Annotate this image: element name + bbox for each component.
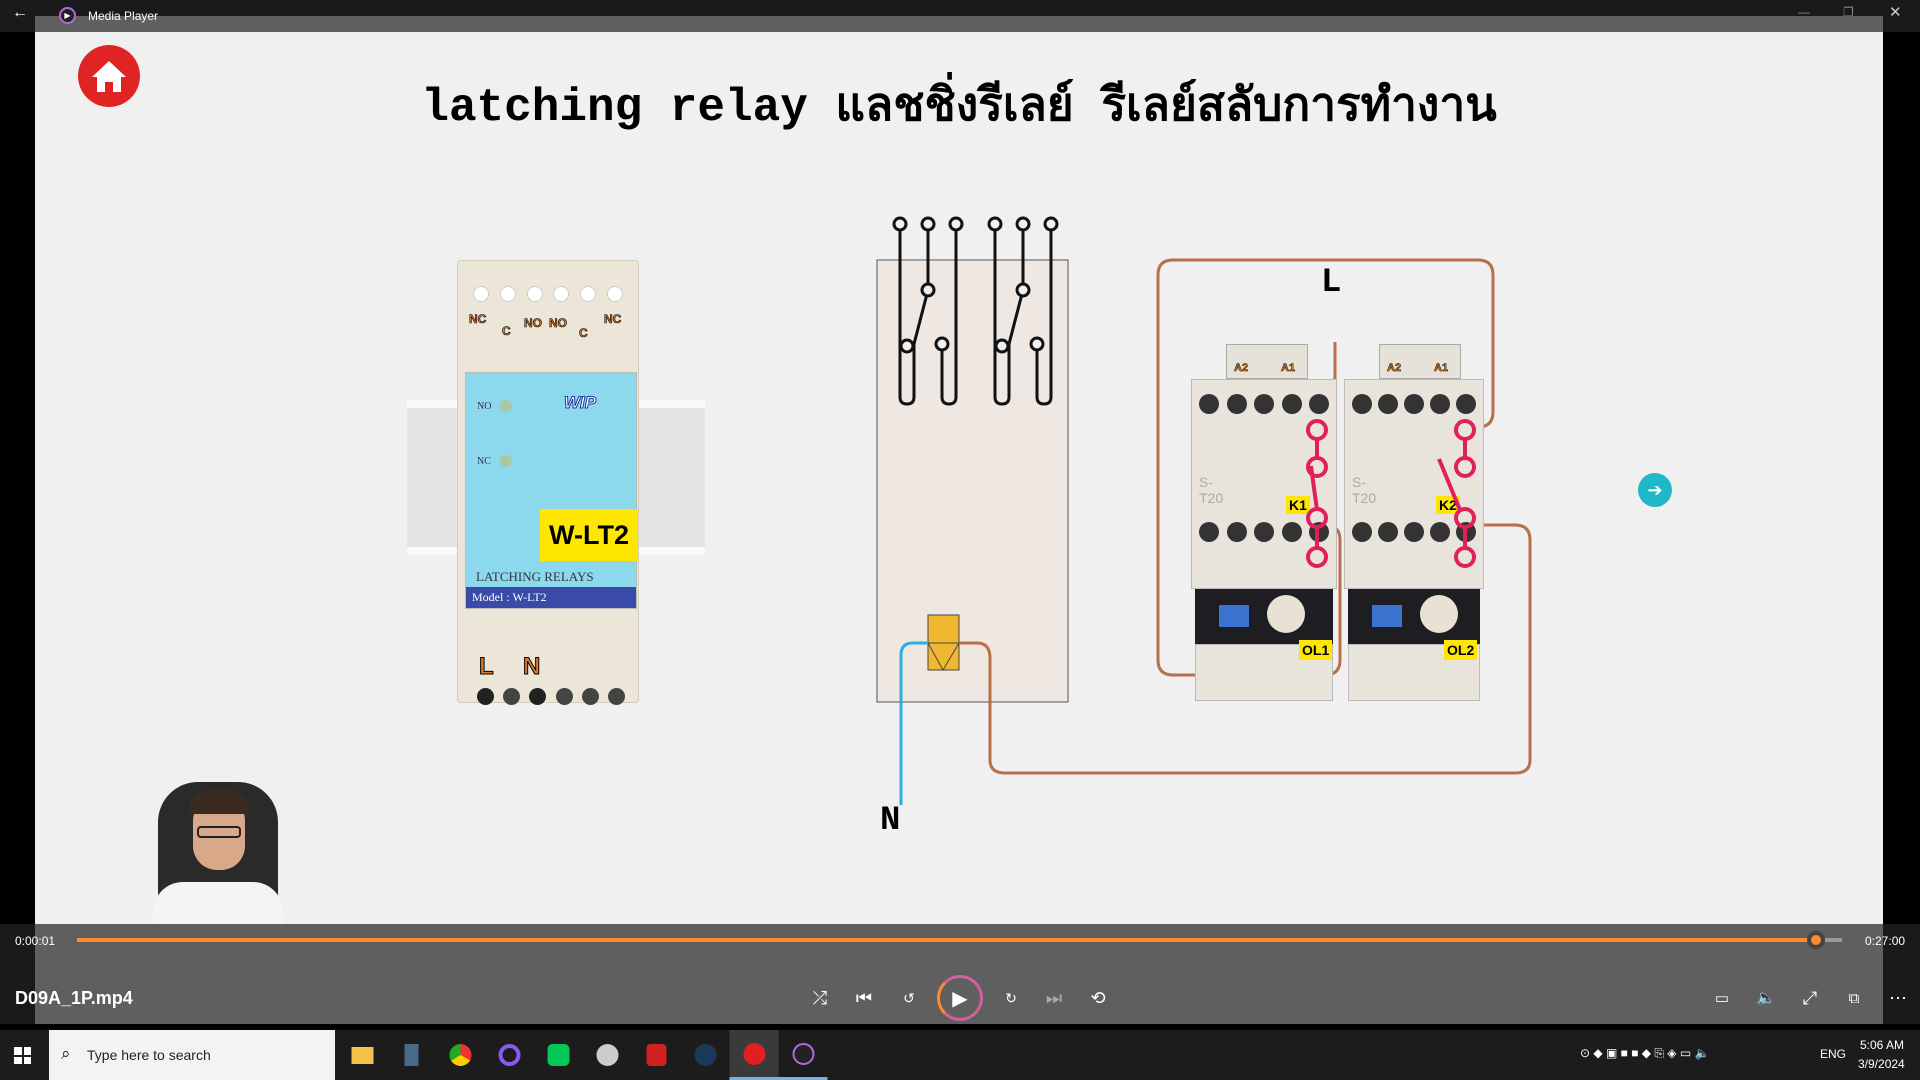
- mini-player-icon[interactable]: ⧉: [1848, 989, 1860, 1007]
- terminal-label: C: [502, 324, 511, 339]
- close-button[interactable]: ✕: [1889, 4, 1902, 21]
- app-circle-icon[interactable]: [485, 1030, 534, 1080]
- overload-relay: [1195, 589, 1333, 649]
- maximize-button[interactable]: ❐: [1843, 5, 1854, 19]
- coil-a1-label: A1: [1281, 362, 1296, 375]
- total-time: 0:27:00: [1865, 934, 1906, 948]
- app-icon[interactable]: [583, 1030, 632, 1080]
- line-icon[interactable]: [534, 1030, 583, 1080]
- media-player-taskbar-icon[interactable]: [778, 1030, 828, 1080]
- led-nc: [500, 455, 512, 467]
- windows-start-icon[interactable]: [14, 1047, 31, 1064]
- seek-bar[interactable]: [77, 931, 1842, 949]
- file-name: D09A_1P.mp4: [15, 988, 133, 1008]
- relay-contacts: [898, 224, 1053, 406]
- coil-a2-label: A2: [1387, 362, 1402, 375]
- contactor-body: [1344, 379, 1484, 589]
- file-explorer-icon[interactable]: [338, 1030, 387, 1080]
- top-terminal-labels: NC C NO NO C NC: [469, 312, 629, 342]
- seek-progress: [77, 938, 1816, 942]
- neutral-wire: [899, 641, 928, 805]
- search-placeholder: Type here to search: [87, 1047, 211, 1063]
- search-icon: ⌕: [61, 1044, 71, 1063]
- clock-time[interactable]: 5:06 AM: [1860, 1038, 1905, 1052]
- terminal-l-label: L: [479, 653, 495, 681]
- model-line: Model : W-LT2: [466, 587, 636, 608]
- play-icon[interactable]: ▶: [937, 975, 983, 1021]
- device-label: LATCHING RELAYS: [476, 569, 594, 584]
- led-no: [500, 400, 512, 412]
- brand-logo: WIP: [563, 393, 597, 413]
- terminal-label: NC: [469, 312, 487, 327]
- skip-forward-30-icon[interactable]: ↻: [1005, 989, 1017, 1006]
- fullscreen-icon[interactable]: ⤢: [1802, 987, 1818, 1008]
- relay-schematic-box: [876, 259, 1069, 703]
- terminal-n-label: N: [522, 653, 541, 681]
- repeat-off-icon[interactable]: ⟲: [1090, 987, 1106, 1008]
- taskbar: ⌕ Type here to search ⊙ ◆ ▣ ■ ■ ◆ ⎘ ◈ ▭ …: [0, 1030, 1920, 1080]
- title-strip: [35, 16, 1883, 32]
- contactor-name-badge: K1: [1286, 496, 1310, 514]
- contactor-model: S-T20: [1199, 474, 1224, 506]
- coil-a2-label: A2: [1234, 362, 1249, 375]
- led-label-nc: NC: [477, 456, 491, 467]
- clock-date[interactable]: 3/9/2024: [1858, 1057, 1905, 1071]
- previous-icon[interactable]: ⏮: [855, 987, 873, 1008]
- coil-block: [1226, 344, 1308, 379]
- shuffle-icon[interactable]: ⤮: [812, 987, 828, 1008]
- skip-back-10-icon[interactable]: ↺: [903, 989, 915, 1006]
- wiring-diagram: [876, 216, 1532, 805]
- seek-thumb[interactable]: [1806, 931, 1825, 949]
- bottom-terminal-screws: [477, 688, 625, 705]
- next-arrow-icon[interactable]: ➔: [1638, 473, 1672, 507]
- top-terminal-holes: [473, 286, 623, 302]
- home-icon[interactable]: [78, 45, 140, 107]
- video-frame[interactable]: latching relay แลชชิ่งรีเลย์ รีเลย์สลับก…: [35, 32, 1883, 924]
- calculator-icon[interactable]: [387, 1030, 436, 1080]
- search-box[interactable]: ⌕ Type here to search: [49, 1030, 335, 1080]
- current-time: 0:00:01: [15, 934, 56, 948]
- language-indicator[interactable]: ENG: [1820, 1047, 1847, 1061]
- model-badge: W-LT2: [540, 509, 638, 561]
- presenter-avatar: [123, 772, 313, 924]
- contactor-model: S-T20: [1352, 474, 1377, 506]
- back-arrow-icon[interactable]: ←: [12, 4, 28, 21]
- captions-icon[interactable]: ▭: [1714, 990, 1730, 1007]
- volume-icon[interactable]: 🔈: [1756, 990, 1776, 1007]
- contact-terminals: [892, 216, 1059, 354]
- wire-loop: [1156, 258, 1495, 677]
- chrome-icon[interactable]: [436, 1030, 485, 1080]
- relay-front-panel: NO NC WIP W-LT2 LATCHING RELAYS Model : …: [465, 372, 638, 609]
- terminal-label: C: [579, 326, 588, 341]
- player-controls: 0:00:01 0:27:00 D09A_1P.mp4 ⤮ ⏮ ↺ ▶ ↻ ⏭ …: [0, 924, 1920, 1024]
- active-app-icon[interactable]: [729, 1030, 779, 1080]
- app-logo-icon: ▶: [59, 7, 76, 24]
- minimize-button[interactable]: —: [1798, 5, 1810, 19]
- game-icon[interactable]: [632, 1030, 681, 1080]
- coil-a1-label: A1: [1434, 362, 1449, 375]
- overload-name-badge: OL1: [1299, 640, 1333, 660]
- steam-icon[interactable]: [681, 1030, 730, 1080]
- window-title: Media Player: [88, 9, 159, 23]
- title-bar: ← ▶ Media Player — ❐ ✕: [0, 0, 1920, 32]
- terminal-label: NO: [524, 316, 543, 331]
- led-label-no: NO: [477, 401, 492, 412]
- more-options-icon[interactable]: ⋯: [1889, 987, 1907, 1008]
- next-icon[interactable]: ⏭: [1045, 987, 1063, 1008]
- coil-block: [1379, 344, 1461, 379]
- overload-name-badge: OL2: [1444, 640, 1478, 660]
- tray-icons[interactable]: ⊙ ◆ ▣ ■ ■ ◆ ⎘ ◈ ▭ 🔈: [1580, 1046, 1710, 1060]
- slide-title: latching relay แลชชิ่งรีเลย์ รีเลย์สลับก…: [421, 82, 1497, 134]
- neutral-label: N: [880, 802, 901, 840]
- overload-relay: [1348, 589, 1480, 649]
- wire-to-k2: [959, 523, 1532, 775]
- terminal-label: NO: [549, 316, 568, 331]
- line-label: L: [1321, 264, 1342, 302]
- latching-relay-device: NC C NO NO C NC NO NC WIP W-LT2 LATCHING…: [407, 260, 705, 705]
- terminal-label: NC: [604, 312, 622, 327]
